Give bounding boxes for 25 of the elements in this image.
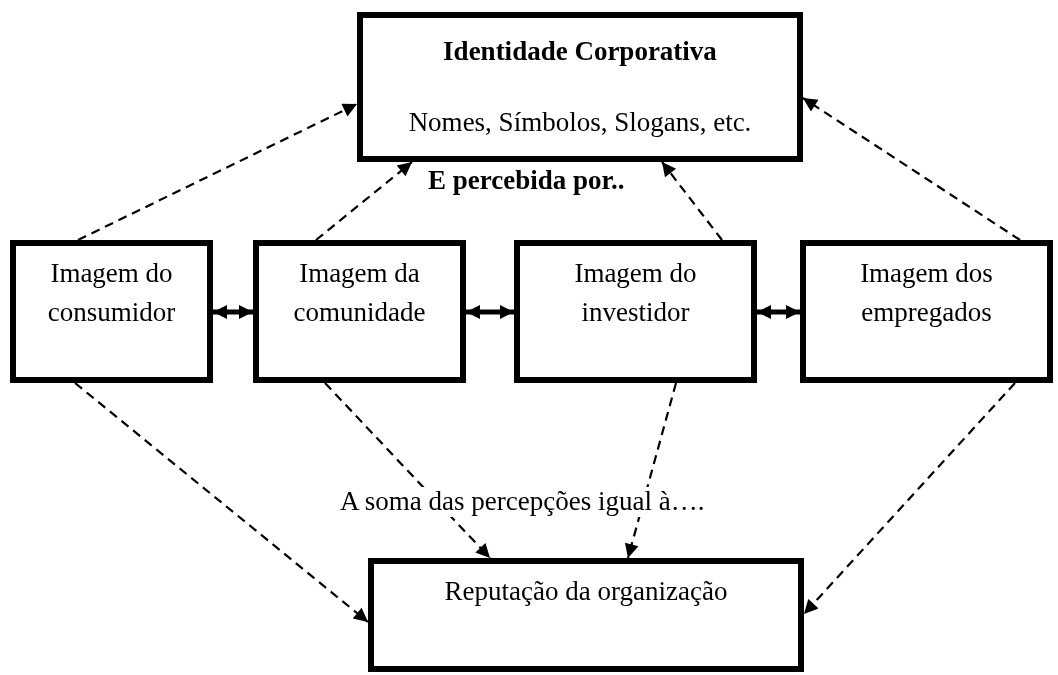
double-arrow — [757, 305, 800, 319]
heading-box — [357, 12, 803, 162]
dashed-arrow — [315, 161, 413, 241]
box-title: Identidade Corporativa — [443, 35, 717, 68]
box-text: Imagem da comunidade — [292, 257, 427, 330]
process-box — [253, 240, 466, 383]
dashed-arrow — [74, 382, 369, 623]
dashed-arrow — [324, 382, 491, 559]
dashed-arrow — [803, 382, 1016, 615]
box-text: Imagem dos empregados — [859, 257, 994, 330]
double-arrow — [466, 305, 514, 319]
process-box — [368, 558, 804, 672]
box-text: Imagem do consumidor — [46, 257, 177, 330]
dashed-arrow — [802, 97, 1021, 241]
box-text: Imagem do investidor — [573, 257, 698, 330]
process-box — [800, 240, 1053, 383]
double-arrow — [213, 305, 253, 319]
box-text: Nomes, Símbolos, Slogans, etc. — [408, 105, 752, 139]
dashed-arrow — [661, 161, 723, 241]
process-box — [10, 240, 213, 383]
annotation-text: A soma das percepções igual à…. — [340, 487, 705, 517]
box-text: Reputação da organização — [444, 575, 728, 608]
process-box — [514, 240, 757, 383]
dashed-arrow — [77, 103, 358, 241]
dashed-arrow — [624, 382, 678, 559]
